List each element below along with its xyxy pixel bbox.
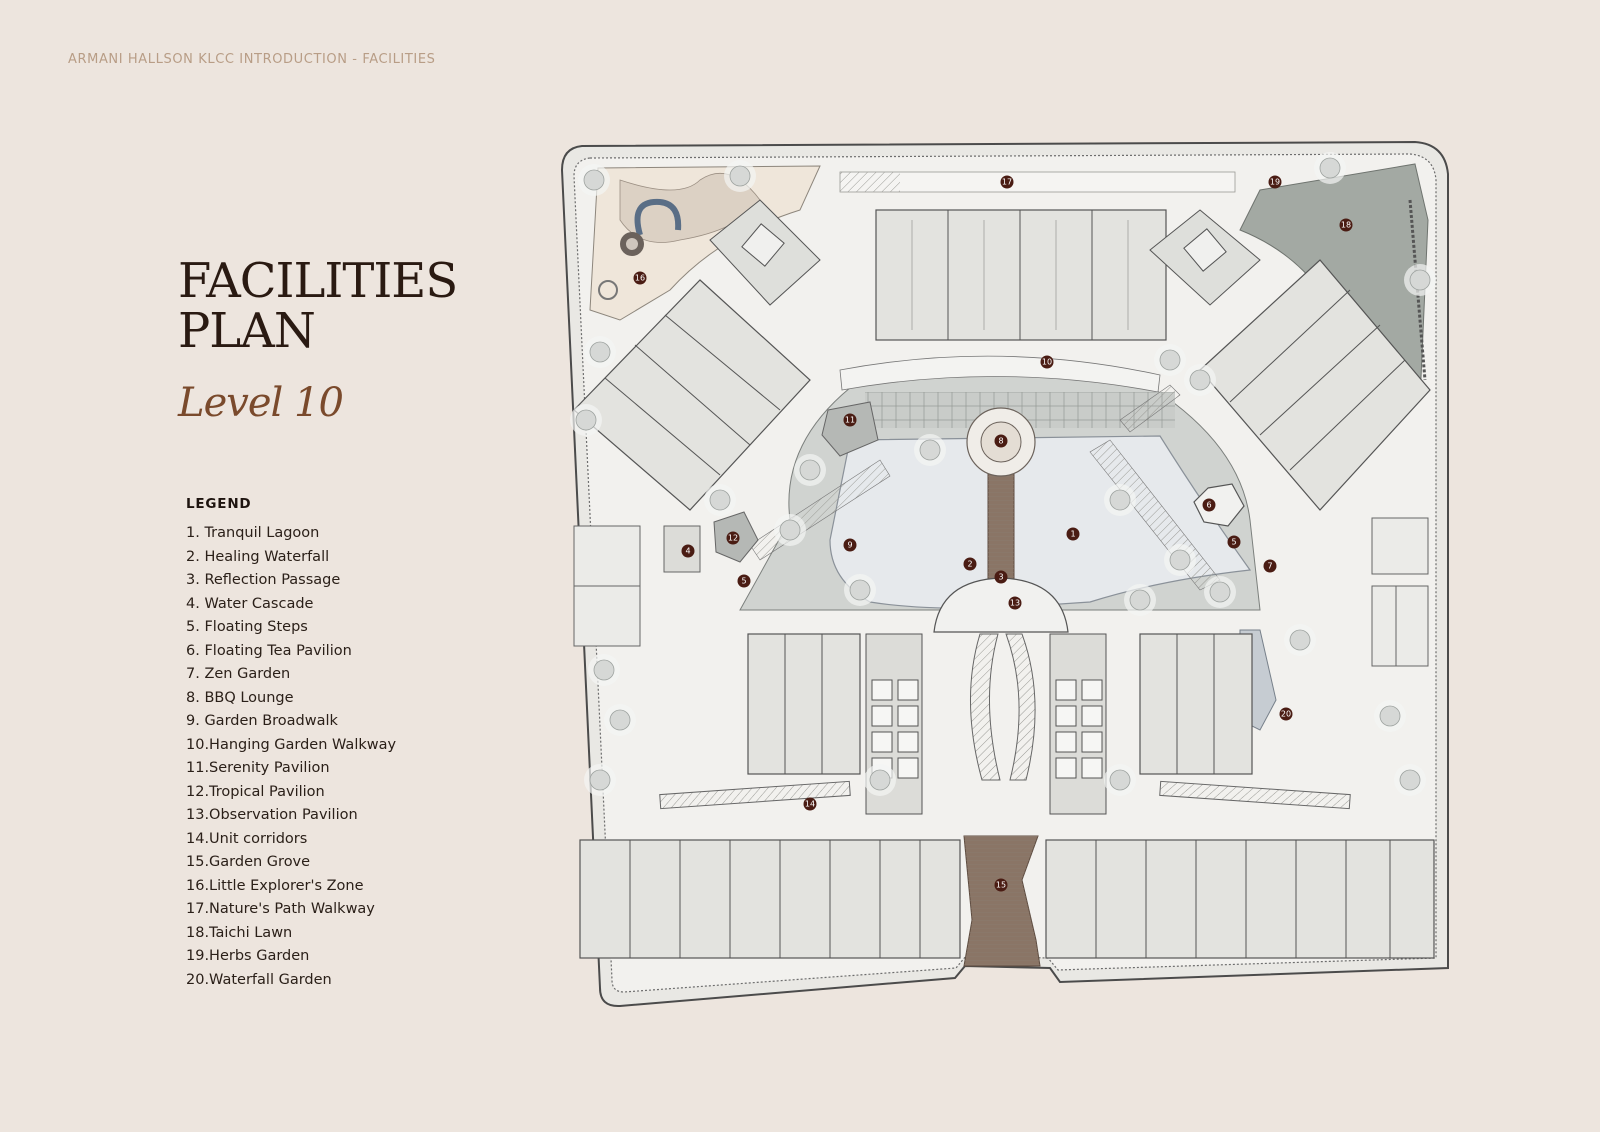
- unit-block-lower-right: [1049, 633, 1253, 815]
- floating-tea-pavilion: [1193, 483, 1245, 527]
- svg-text:7: 7: [1267, 562, 1272, 571]
- level-subtitle: Level 10: [178, 380, 344, 426]
- svg-text:5: 5: [1231, 538, 1236, 547]
- unit-block-top: [875, 209, 1167, 341]
- unit-block-left-wing: [573, 199, 821, 511]
- svg-text:14: 14: [805, 800, 815, 809]
- map-marker-6: 6: [1202, 498, 1216, 512]
- legend-item: 18.Taichi Lawn: [186, 924, 293, 941]
- legend-item: 1. Tranquil Lagoon: [186, 525, 320, 541]
- central-ramps: [969, 633, 1036, 781]
- svg-text:9: 9: [847, 541, 852, 550]
- svg-text:10: 10: [1042, 358, 1052, 367]
- svg-text:12: 12: [728, 534, 738, 543]
- map-marker-18: 18: [1339, 218, 1353, 232]
- map-marker-5b: 5: [1227, 535, 1241, 549]
- svg-text:13: 13: [1010, 599, 1020, 608]
- legend-item: 7. Zen Garden: [186, 666, 291, 682]
- map-marker-13: 13: [1008, 596, 1022, 610]
- legend-item: 17.Nature's Path Walkway: [186, 901, 375, 917]
- svg-text:15: 15: [996, 881, 1006, 890]
- map-marker-7: 7: [1263, 559, 1277, 573]
- floor-plan: 1 2 3 4 5 5 6 7 8 9 10 11 12 13 14 15 16…: [560, 140, 1449, 1008]
- svg-text:11: 11: [845, 416, 855, 425]
- svg-text:4: 4: [685, 547, 690, 556]
- svg-text:6: 6: [1206, 501, 1211, 510]
- legend-item: 9. Garden Broadwalk: [186, 713, 338, 729]
- svg-text:19: 19: [1270, 178, 1280, 187]
- legend-title: LEGEND: [186, 496, 252, 512]
- map-marker-17: 17: [1000, 175, 1014, 189]
- map-marker-20: 20: [1279, 707, 1293, 721]
- svg-text:5: 5: [741, 577, 746, 586]
- map-marker-11: 11: [843, 413, 857, 427]
- left-service-rooms: [573, 525, 701, 647]
- svg-text:18: 18: [1341, 221, 1351, 230]
- map-marker-3: 3: [994, 570, 1008, 584]
- legend-list: 1. Tranquil Lagoon 2. Healing Waterfall …: [186, 522, 396, 992]
- svg-text:3: 3: [998, 573, 1003, 582]
- map-marker-15: 15: [994, 878, 1008, 892]
- legend-item: 12.Tropical Pavilion: [186, 783, 325, 800]
- legend-item: 11.Serenity Pavilion: [186, 760, 330, 776]
- legend-item: 2. Healing Waterfall: [186, 548, 330, 565]
- map-marker-16: 16: [633, 271, 647, 285]
- legend-item: 19.Herbs Garden: [186, 948, 310, 964]
- map-marker-12: 12: [726, 531, 740, 545]
- legend-item: 15.Garden Grove: [186, 854, 311, 870]
- legend-item: 8. BBQ Lounge: [186, 689, 294, 706]
- title-line-2: PLAN: [178, 303, 316, 359]
- map-marker-9: 9: [843, 538, 857, 552]
- legend-item: 10.Hanging Garden Walkway: [186, 736, 397, 753]
- title-line-1: FACILITIES: [178, 253, 458, 309]
- landscape-trees: [570, 152, 1436, 796]
- map-marker-1: 1: [1066, 527, 1080, 541]
- unit-block-lower-left: [747, 633, 923, 815]
- serenity-pavilion: [821, 401, 879, 457]
- legend-item: 6. Floating Tea Pavilion: [186, 642, 352, 659]
- map-marker-10: 10: [1040, 355, 1054, 369]
- legend-item: 4. Water Cascade: [186, 595, 314, 612]
- unit-block-bottom: [579, 839, 1435, 959]
- legend-item: 14.Unit corridors: [186, 830, 308, 847]
- legend-item: 5. Floating Steps: [186, 619, 308, 635]
- legend-item: 20.Waterfall Garden: [186, 971, 332, 988]
- page-header: ARMANI HALLSON KLCC INTRODUCTION - FACIL…: [68, 52, 436, 67]
- svg-text:20: 20: [1281, 710, 1291, 719]
- map-marker-14: 14: [803, 797, 817, 811]
- map-marker-19: 19: [1268, 175, 1282, 189]
- legend-item: 13.Observation Pavilion: [186, 807, 358, 823]
- page-title: FACILITIES PLAN: [178, 253, 458, 359]
- map-marker-5: 5: [737, 574, 751, 588]
- map-marker-4: 4: [681, 544, 695, 558]
- legend-item: 3. Reflection Passage: [186, 572, 341, 588]
- svg-text:17: 17: [1002, 178, 1012, 187]
- legend: LEGEND 1. Tranquil Lagoon 2. Healing Wat…: [186, 496, 396, 992]
- svg-text:8: 8: [998, 437, 1003, 446]
- legend-item: 16.Little Explorer's Zone: [186, 877, 364, 894]
- right-service-rooms: [1371, 517, 1429, 667]
- unit-block-right-wing: [1149, 209, 1431, 511]
- map-marker-8: 8: [994, 434, 1008, 448]
- svg-text:1: 1: [1070, 530, 1075, 539]
- svg-text:2: 2: [967, 560, 972, 569]
- map-marker-2: 2: [963, 557, 977, 571]
- svg-text:16: 16: [635, 274, 645, 283]
